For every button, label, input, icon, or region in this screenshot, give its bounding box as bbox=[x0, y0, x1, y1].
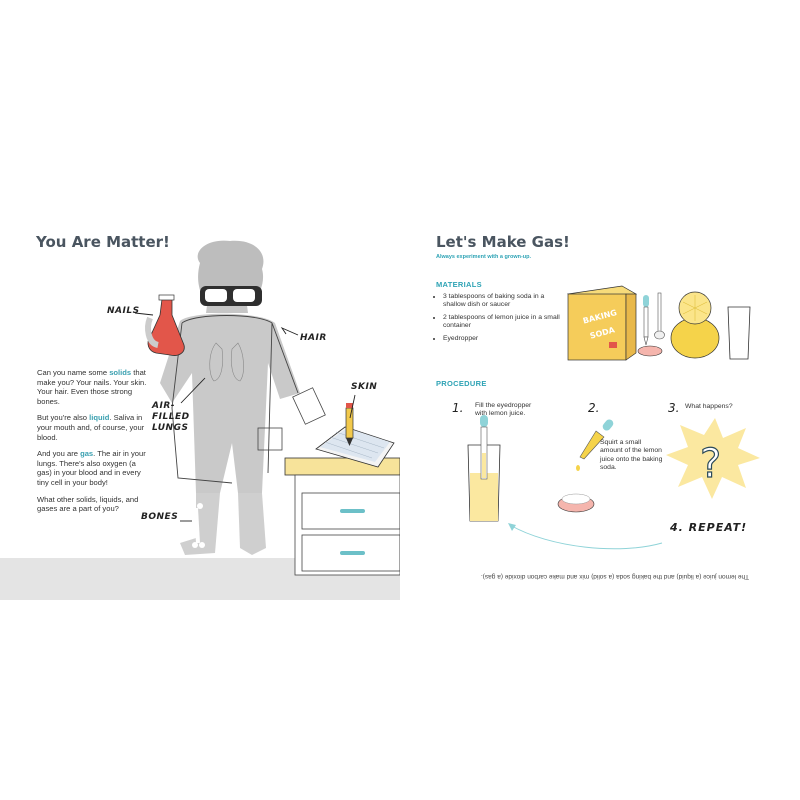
materials-list: 3 tablespoons of baking soda in a shallo… bbox=[436, 293, 568, 347]
experiment-subtitle: Always experiment with a grown-up. bbox=[436, 254, 532, 260]
scientist-illustration bbox=[134, 240, 401, 576]
paragraph-liquid: But you're also liquid. Saliva in your m… bbox=[37, 413, 145, 442]
procedure-illustration: ? bbox=[467, 415, 760, 550]
paragraph-question: What other solids, liquids, and gases ar… bbox=[37, 494, 139, 514]
materials-illustration: BAKING SODA bbox=[566, 285, 751, 361]
counter-illustration bbox=[284, 457, 401, 576]
procedure-heading: PROCEDURE bbox=[436, 379, 487, 388]
hair-pointer bbox=[280, 326, 299, 336]
highlight-liquid: liquid bbox=[89, 413, 110, 423]
highlight-solids: solids bbox=[109, 368, 132, 377]
step2-number: 2. bbox=[588, 401, 600, 415]
step1-cup-illustration bbox=[467, 415, 501, 522]
material-item: Eyedropper bbox=[443, 335, 568, 343]
baking-soda-box: BAKING SODA bbox=[566, 285, 638, 361]
child-figure bbox=[160, 240, 326, 555]
step3-text: What happens? bbox=[685, 403, 733, 410]
label-nails: NAILS bbox=[107, 306, 140, 316]
notepad-illustration bbox=[315, 426, 395, 468]
dish-illustration bbox=[637, 345, 663, 357]
eyedropper-illustration bbox=[643, 295, 649, 346]
skin-pointer bbox=[349, 394, 356, 419]
lungs-pointer bbox=[180, 377, 206, 404]
right-page-title: Let's Make Gas! bbox=[436, 233, 570, 251]
step3-burst-illustration: ? bbox=[666, 418, 760, 499]
lemon-illustration bbox=[670, 291, 720, 359]
label-bones: BONES bbox=[141, 512, 179, 522]
pencil-illustration bbox=[345, 403, 354, 446]
highlight-gas: gas bbox=[80, 449, 94, 459]
material-item: 3 tablespoons of baking soda in a shallo… bbox=[443, 293, 568, 310]
material-item: 2 tablespoons of lemon juice in a small … bbox=[443, 314, 568, 331]
arrow-head-icon bbox=[508, 523, 516, 531]
glass-illustration bbox=[727, 306, 751, 360]
paragraph-gas: And you are gas. The air in your lungs. … bbox=[37, 449, 146, 487]
right-page: Let's Make Gas! Always experiment with a… bbox=[400, 203, 800, 600]
flask-illustration bbox=[145, 294, 185, 356]
left-page-title: You Are Matter! bbox=[36, 233, 170, 251]
question-mark-icon: ? bbox=[700, 441, 721, 487]
step2-dropper-illustration bbox=[576, 419, 614, 471]
repeat-arrow bbox=[509, 524, 663, 550]
book-spread: You Are Matter! Can you name some solids… bbox=[0, 203, 800, 600]
left-body-text: Can you name some solids that make you? … bbox=[37, 368, 147, 521]
footnote-upside-down: The lemon juice (a liquid) and the bakin… bbox=[480, 573, 750, 580]
paragraph-solids: Can you name some solids that make you? … bbox=[37, 368, 147, 406]
measuring-spoon-illustration bbox=[654, 292, 665, 340]
step2-baking-soda-dish bbox=[557, 493, 595, 513]
label-hair: HAIR bbox=[300, 333, 327, 343]
materials-heading: MATERIALS bbox=[436, 280, 482, 289]
nails-pointer bbox=[134, 312, 154, 316]
step2-text: Squirt a small amount of the lemon juice… bbox=[600, 439, 663, 472]
step4-repeat: 4. REPEAT! bbox=[670, 521, 748, 534]
step1-number: 1. bbox=[452, 401, 464, 415]
step3-number: 3. bbox=[668, 401, 680, 415]
left-page: You Are Matter! Can you name some solids… bbox=[0, 203, 401, 600]
label-skin: SKIN bbox=[351, 382, 378, 392]
step1-text: Fill the eyedropper with lemon juice. bbox=[475, 402, 532, 418]
label-lungs: AIR- FILLED LUNGS bbox=[152, 401, 190, 433]
